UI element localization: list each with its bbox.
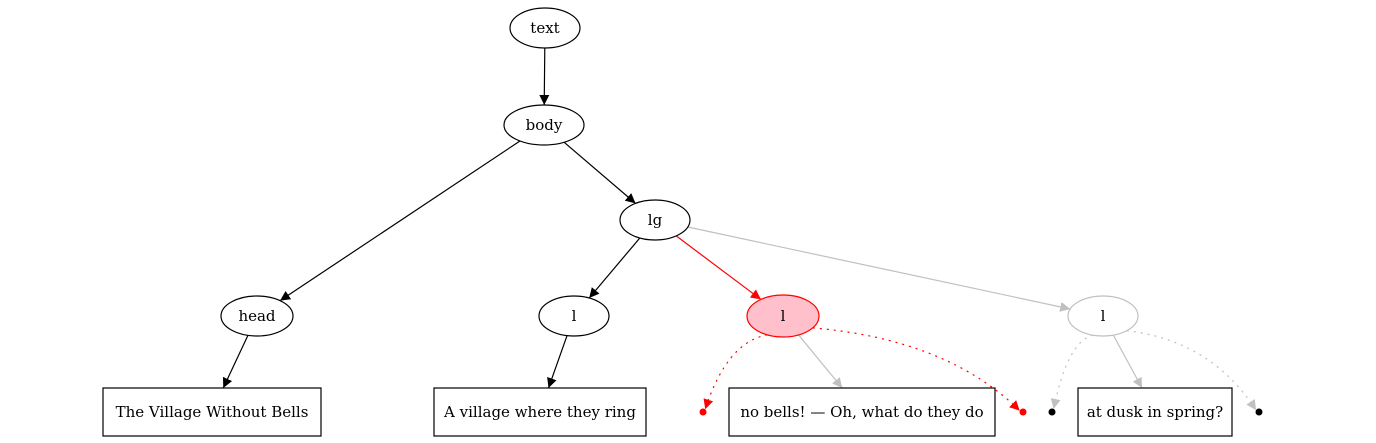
node-l1: l xyxy=(538,295,610,337)
node-l2: l xyxy=(746,294,820,338)
edge-body-to-lg xyxy=(563,141,636,204)
edges-layer xyxy=(222,47,1257,412)
node-head: head xyxy=(220,295,294,337)
node-lg: lg xyxy=(619,199,691,241)
node-l1-label: l xyxy=(572,307,577,325)
node-l1_text-label: A village where they ring xyxy=(443,403,636,421)
node-l1_text: A village where they ring xyxy=(433,387,647,437)
node-l2_post-point xyxy=(1019,408,1027,416)
node-l2_post xyxy=(1019,408,1027,416)
node-lg-label: lg xyxy=(648,211,663,229)
node-l3_pre xyxy=(1048,408,1056,416)
edge-lg-to-l3 xyxy=(687,226,1071,312)
node-l3_text-box xyxy=(1077,387,1233,437)
edge-text-to-body xyxy=(539,47,550,106)
node-l3_post xyxy=(1255,408,1263,416)
node-l2_pre-point xyxy=(699,408,707,416)
node-body-label: body xyxy=(526,116,563,134)
node-l2_text: no bells! — Oh, what do they do xyxy=(728,387,996,437)
edge-l3-to-l3_text xyxy=(1112,334,1143,389)
node-l1_text-box xyxy=(433,387,647,437)
node-lg-ellipse xyxy=(619,199,691,241)
node-head_text: The Village Without Bells xyxy=(102,387,322,437)
node-l2-ellipse xyxy=(746,294,820,338)
node-l3-ellipse xyxy=(1067,295,1139,337)
node-l2-label: l xyxy=(781,307,786,325)
node-head-label: head xyxy=(238,307,275,325)
node-body-ellipse xyxy=(503,104,585,146)
edge-l2-to-l2_text xyxy=(798,334,843,389)
node-l3_post-point xyxy=(1255,408,1263,416)
node-l3_text-label: at dusk in spring? xyxy=(1087,403,1223,421)
node-text-ellipse xyxy=(509,7,581,49)
node-l2_text-label: no bells! — Oh, what do they do xyxy=(740,403,983,421)
node-l2_text-box xyxy=(728,387,996,437)
node-l3_text: at dusk in spring? xyxy=(1077,387,1233,437)
node-l2_pre xyxy=(699,408,707,416)
edge-l2-to-l2_pre xyxy=(703,334,768,410)
node-head-ellipse xyxy=(220,295,294,337)
edge-l1-to-l1_text xyxy=(547,335,568,389)
node-l3: l xyxy=(1067,295,1139,337)
node-l3-label: l xyxy=(1101,307,1106,325)
edge-head-to-head_text xyxy=(222,335,249,389)
edge-l3-to-l3_post xyxy=(1126,330,1257,411)
node-head_text-box xyxy=(102,387,322,437)
node-text: text xyxy=(509,7,581,49)
node-text-label: text xyxy=(530,19,559,37)
node-head_text-label: The Village Without Bells xyxy=(116,403,309,421)
node-l3_pre-point xyxy=(1048,408,1056,416)
edge-lg-to-l2 xyxy=(675,235,762,300)
node-body: body xyxy=(503,104,585,146)
node-l1-ellipse xyxy=(538,295,610,337)
edge-body-to-head xyxy=(279,140,521,302)
edge-lg-to-l1 xyxy=(588,237,641,299)
